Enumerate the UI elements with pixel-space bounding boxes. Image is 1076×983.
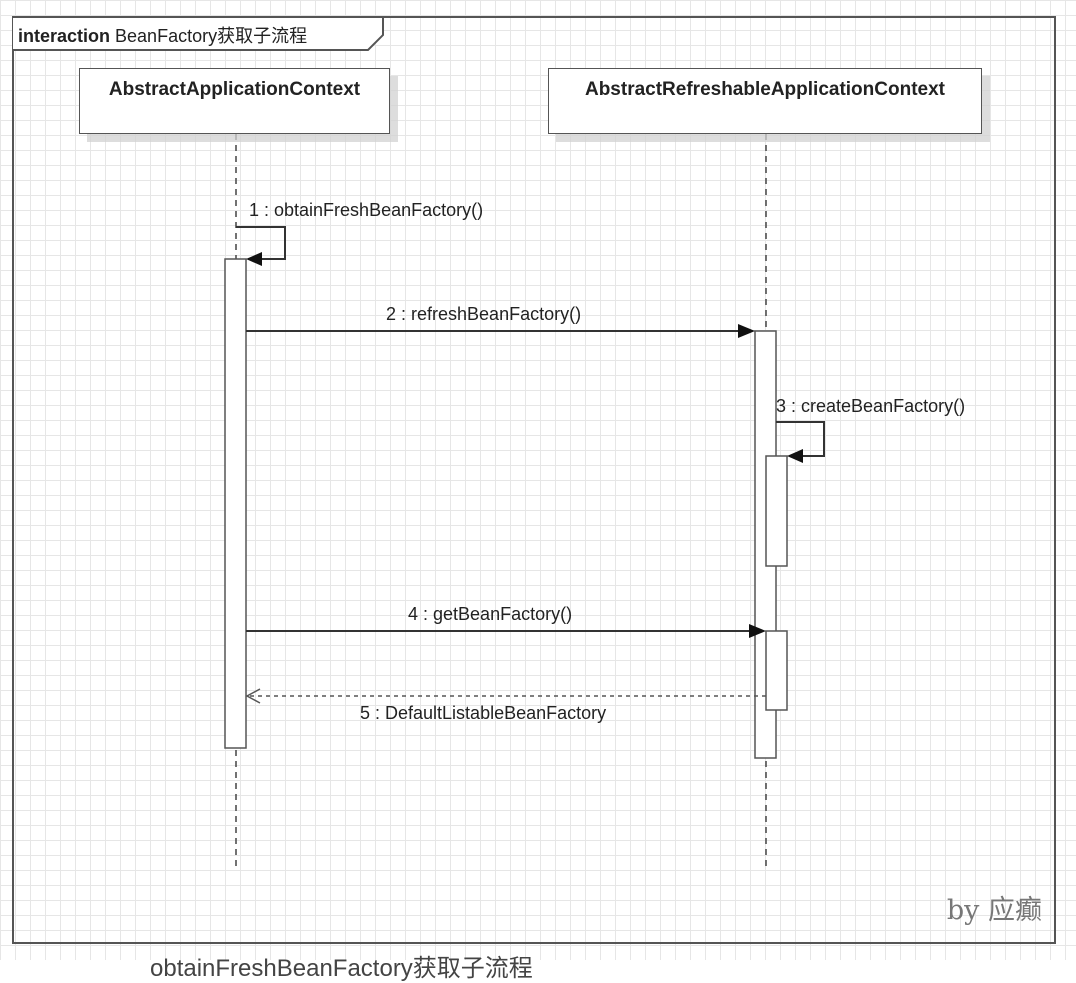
- message-1-arrowhead: [246, 252, 262, 266]
- lifeline-2-header: AbstractRefreshableApplicationContext: [548, 68, 982, 134]
- frame-title: interaction BeanFactory获取子流程: [18, 22, 307, 48]
- frame-title-text: BeanFactory获取子流程: [115, 26, 308, 46]
- message-4-arrowhead: [749, 624, 766, 638]
- activation-bar-1: [224, 258, 247, 749]
- interaction-frame: [12, 16, 1056, 944]
- figure-caption: obtainFreshBeanFactory获取子流程: [150, 955, 533, 982]
- message-1-arrow: [236, 226, 286, 260]
- activation-bar-3: [765, 455, 788, 567]
- message-3-label: 3 : createBeanFactory(): [776, 396, 966, 416]
- message-3-arrow: [776, 421, 825, 457]
- activation-bar-4: [765, 630, 788, 711]
- lifeline-2-name: AbstractRefreshableApplicationContext: [584, 79, 945, 100]
- lifeline-1-name: AbstractApplicationContext: [108, 79, 361, 100]
- message-3-arrowhead: [787, 449, 803, 463]
- message-2-arrowhead: [738, 324, 755, 338]
- lifeline-1-header: AbstractApplicationContext: [79, 68, 390, 134]
- message-2-label: 2 : refreshBeanFactory(): [386, 304, 582, 324]
- message-4-label: 4 : getBeanFactory(): [408, 604, 573, 624]
- author-signature: by 应癫: [946, 895, 1042, 926]
- message-5-label: 5 : DefaultListableBeanFactory: [360, 703, 607, 723]
- diagram-canvas: [0, 0, 1076, 960]
- message-5-arrowhead: [245, 688, 261, 704]
- frame-title-tab: [13, 16, 384, 51]
- message-1-label: 1 : obtainFreshBeanFactory(): [249, 200, 484, 220]
- frame-keyword: interaction: [18, 26, 111, 46]
- sequence-diagram: [13, 16, 825, 866]
